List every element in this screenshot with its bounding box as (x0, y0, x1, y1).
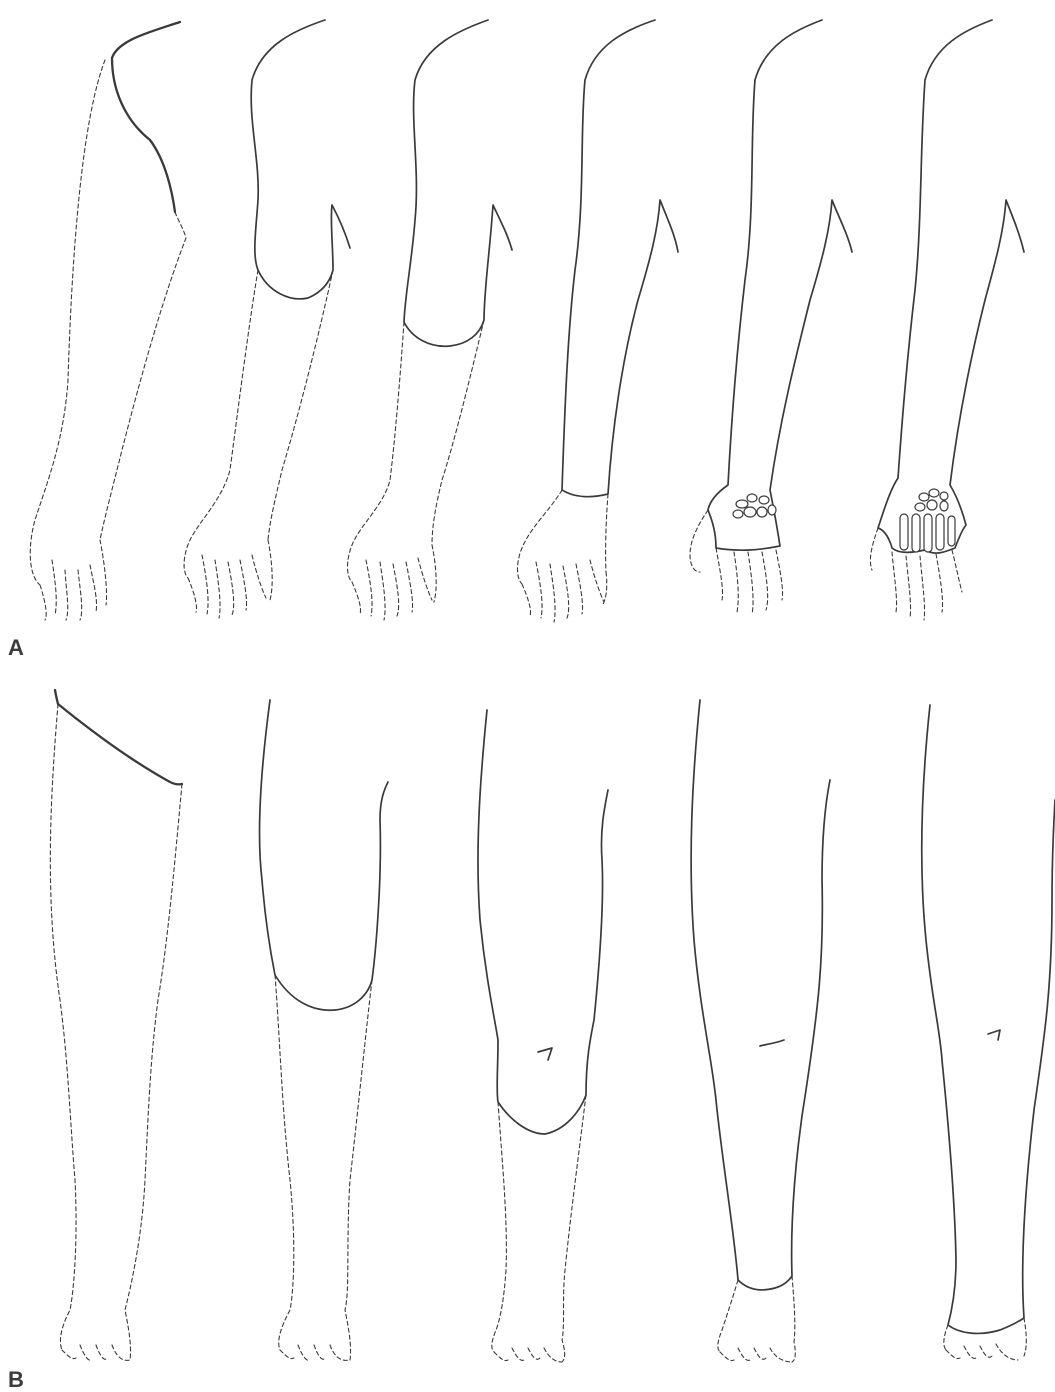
carpal-bone (736, 500, 748, 508)
leg-stage-1 (50, 690, 182, 1360)
carpal-bone (940, 501, 948, 511)
carpal-bone (929, 489, 939, 497)
arm-6-metacarpal-bones (900, 514, 955, 552)
panel-label-b: B (8, 1367, 24, 1392)
carpal-bone (919, 493, 929, 501)
panel-label-a: A (8, 635, 24, 660)
arm-1-dashed-outline (30, 60, 186, 620)
leg-3-dashed-outline (492, 1095, 586, 1362)
metacarpal-bone (948, 516, 955, 546)
leg-2-solid-outline (260, 700, 388, 1010)
arm-stage-2 (184, 20, 350, 618)
leg-stage-5 (922, 705, 1055, 1360)
metacarpal-bone (912, 514, 920, 552)
carpal-bone (759, 496, 769, 504)
leg-stage-4 (691, 700, 830, 1362)
leg-1-solid-outline (55, 690, 182, 784)
arm-stage-3 (348, 20, 513, 620)
carpal-bone (733, 510, 743, 518)
arm-5-carpal-bones (733, 494, 776, 518)
carpal-bone (744, 507, 756, 517)
arm-4-solid-outline (562, 20, 678, 497)
arm-2-dashed-outline (184, 270, 333, 618)
arm-stage-6 (870, 20, 1024, 620)
metacarpal-bone (936, 514, 944, 550)
leg-5-knee-crease (988, 1030, 1000, 1040)
arm-stage-1 (30, 22, 186, 620)
arm-6-carpal-bones (915, 489, 948, 511)
arm-3-dashed-outline (348, 320, 485, 620)
arm-stage-5 (690, 20, 852, 614)
leg-4-solid-outline (691, 700, 830, 1290)
arm-1-solid-outline (112, 22, 180, 212)
leg-4-knee-crease (760, 1040, 784, 1046)
leg-1-dashed-outline (50, 704, 182, 1360)
arm-stage-4 (518, 20, 679, 622)
carpal-bone (757, 507, 767, 517)
leg-5-solid-outline (922, 705, 1055, 1333)
leg-2-dashed-outline (275, 975, 372, 1360)
carpal-bone (940, 492, 948, 500)
panel-b: B (8, 690, 1055, 1392)
leg-3-solid-outline (478, 710, 608, 1134)
metacarpal-bone (900, 514, 908, 550)
arm-5-solid-outline (708, 20, 852, 550)
carpal-bone (915, 503, 925, 511)
arm-3-solid-outline (404, 20, 512, 346)
arm-4-dashed-outline (518, 490, 609, 622)
leg-stage-3 (478, 710, 608, 1362)
carpal-bone (768, 505, 776, 515)
carpal-bone (747, 494, 757, 502)
leg-stage-2 (260, 700, 388, 1360)
arm-2-solid-outline (251, 20, 350, 299)
panel-a: A (8, 20, 1024, 660)
metacarpal-bone (924, 514, 932, 552)
arm-6-solid-outline (878, 20, 1024, 553)
leg-3-knee-crease (538, 1048, 552, 1060)
carpal-bone (927, 500, 937, 510)
arm-5-dashed-outline (690, 510, 783, 614)
